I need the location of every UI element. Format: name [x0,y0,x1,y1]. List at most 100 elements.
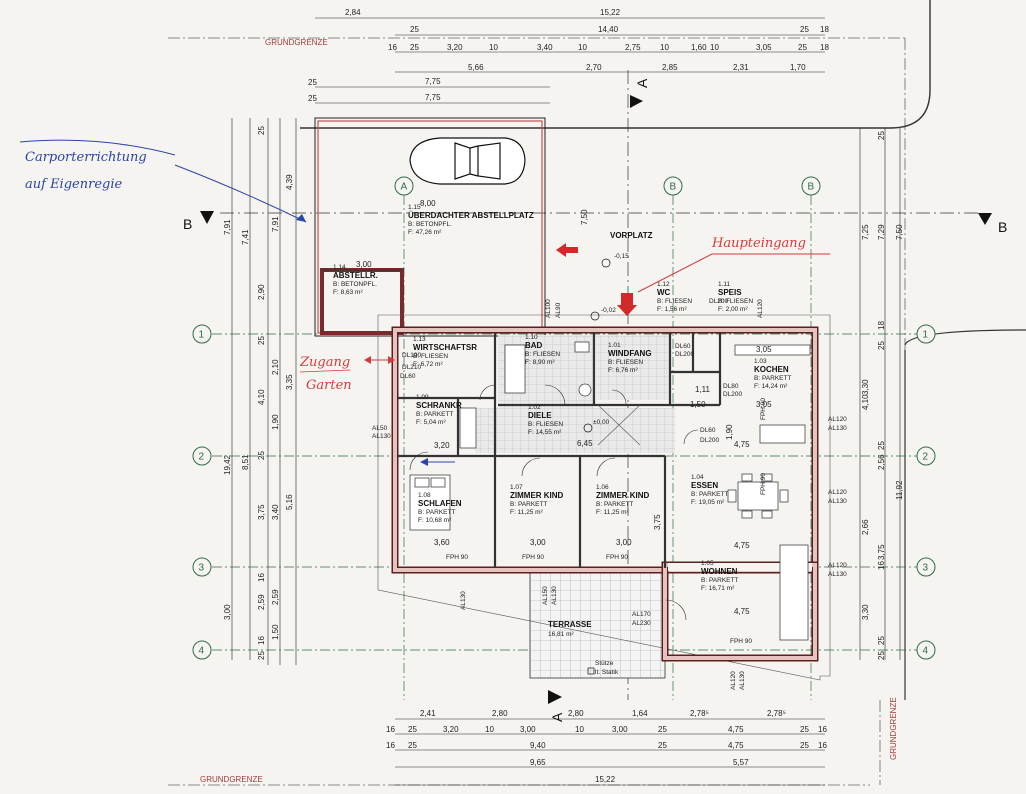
window-code: AL120 [757,299,764,318]
room-name: WIRTSCHAFTSR [413,343,477,352]
room-floor: B: BETONPFL. [408,221,452,228]
carport-note-line2: auf Eigenregie [25,177,122,192]
room-name: WOHNEN [701,567,738,576]
grid-axis-bubble-right-circle [916,640,936,660]
room-floor: B: FLIESEN [608,359,643,366]
left-dimension-value: 3,35 [285,374,294,390]
top-dimension-value: 15,22 [600,8,621,17]
room-area: F: 2,00 m² [718,306,748,313]
kochen-top-width: 3,05 [756,345,772,354]
gang-dim: 1,50 [690,400,706,409]
room-area: F: 47,26 m² [408,229,442,236]
top-dimension-value: 1,70 [790,63,806,72]
vorplatz-depth: 7,50 [580,209,589,225]
room-number: 1.01 [608,342,621,349]
top-dimension-value: 14,40 [598,25,619,34]
window-labels: AL100AL50AL90AL130AL120AL120AL130AL120AL… [372,298,847,690]
room-name: SCHLAFEN [418,499,462,508]
right-dimension-value: 25 [877,651,886,660]
grid-axis-bubble-top: B [808,182,815,193]
top-dimension-value: 16 [388,43,397,52]
bottom-dimension-value: 16 [818,725,827,734]
room-name: ESSEN [691,481,718,490]
right-dimension-value: 18 [877,321,886,330]
abstellraum-width: 3,00 [356,260,372,269]
grid-axis-bubble-left-circle [192,324,212,344]
top-dimension-value: 10 [710,43,719,52]
left-dimension-value: 2,59 [257,594,266,610]
window-code: FPH 90 [446,554,468,561]
window-code: AL90 [555,302,562,318]
carport [314,117,546,337]
entrance-markers [556,243,637,316]
left-dimension-value: 7,91 [223,219,232,235]
bottom-dimension-value: 2,78⁵ [690,709,709,718]
top-dimension-value: 2,75 [625,43,641,52]
room-number: 1.12 [657,281,670,288]
room-area: 16,81 m² [548,631,574,638]
top-dimension-value: 7,75 [425,93,441,102]
garden-access-note-1: Zugang [299,355,350,370]
kochen-width: 4,75 [734,440,750,449]
kind1-width: 3,00 [530,538,546,547]
furniture [409,341,811,641]
left-dimension-value: 1,90 [271,414,280,430]
top-dimension-value: 7,75 [425,77,441,86]
top-dimension-value: 25 [308,78,317,87]
kochen-depth: 1,90 [725,424,734,440]
room-name: WC [657,288,671,297]
section-label-b-right: B [998,219,1007,235]
top-dimension-value: 5,66 [468,63,484,72]
room-name: BAD [525,341,543,350]
room-floor: B: FLIESEN [528,421,563,428]
window-code: DL80 [723,383,739,390]
exterior-walls [391,326,819,662]
window-code: DL200 [700,437,720,444]
room-floor: B: PARKETT [416,411,453,418]
grid-axis-bubble-left-circle [192,640,212,660]
bottom-dimension-value: 2,41 [420,709,436,718]
room-name: ABSTELLR. [333,271,378,280]
room-floor: B: FLIESEN [657,298,692,305]
interior-walls [398,333,722,568]
grid-axis-bubble-right: 3 [923,563,929,574]
schlafen-width: 3,60 [434,538,450,547]
section-arrow-b-right [978,213,992,225]
kind-depth: 3,75 [653,514,662,530]
right-dimension-value: 25 [877,131,886,140]
room-number: 1.06 [596,484,609,491]
room-number: 1.05 [701,560,714,567]
window-code: AL130 [739,671,746,690]
bottom-dimension-value: 16 [386,741,395,750]
left-dimension-value: 3,00 [223,604,232,620]
left-dimension-lines [231,118,297,665]
bottom-dimension-value: 10 [485,725,494,734]
left-dimension-value: 3,40 [271,504,280,520]
bottom-dimension-value: 25 [658,725,667,734]
window-code: AL120 [730,671,737,690]
door-swings [409,384,699,621]
window-code: DL100 [402,352,422,359]
bottom-dimension-value: 15,22 [595,775,616,784]
bottom-dimension-value: 1,64 [632,709,648,718]
left-dimension-value: 5,16 [285,494,294,510]
window-code: AL130 [372,433,391,440]
room-floor: B: PARKETT [596,501,633,508]
bottom-dimension-value: 3,00 [520,725,536,734]
window-code: AL130 [460,591,467,610]
bottom-dimension-value: 25 [800,725,809,734]
top-dimension-value: 25 [410,25,419,34]
grid-axis-bubble-top: B [670,182,677,193]
room-area: F: 11,25 m² [510,509,544,516]
diele-marks [597,404,641,446]
room-name: ZIMMER KIND [596,491,650,500]
window-code: AL120 [828,489,847,496]
column-label-1: Stütze [595,660,614,667]
window-code: AL100 [545,299,552,318]
room-floor: B: PARKETT [754,375,791,382]
top-dimension-value: 3,05 [756,43,772,52]
